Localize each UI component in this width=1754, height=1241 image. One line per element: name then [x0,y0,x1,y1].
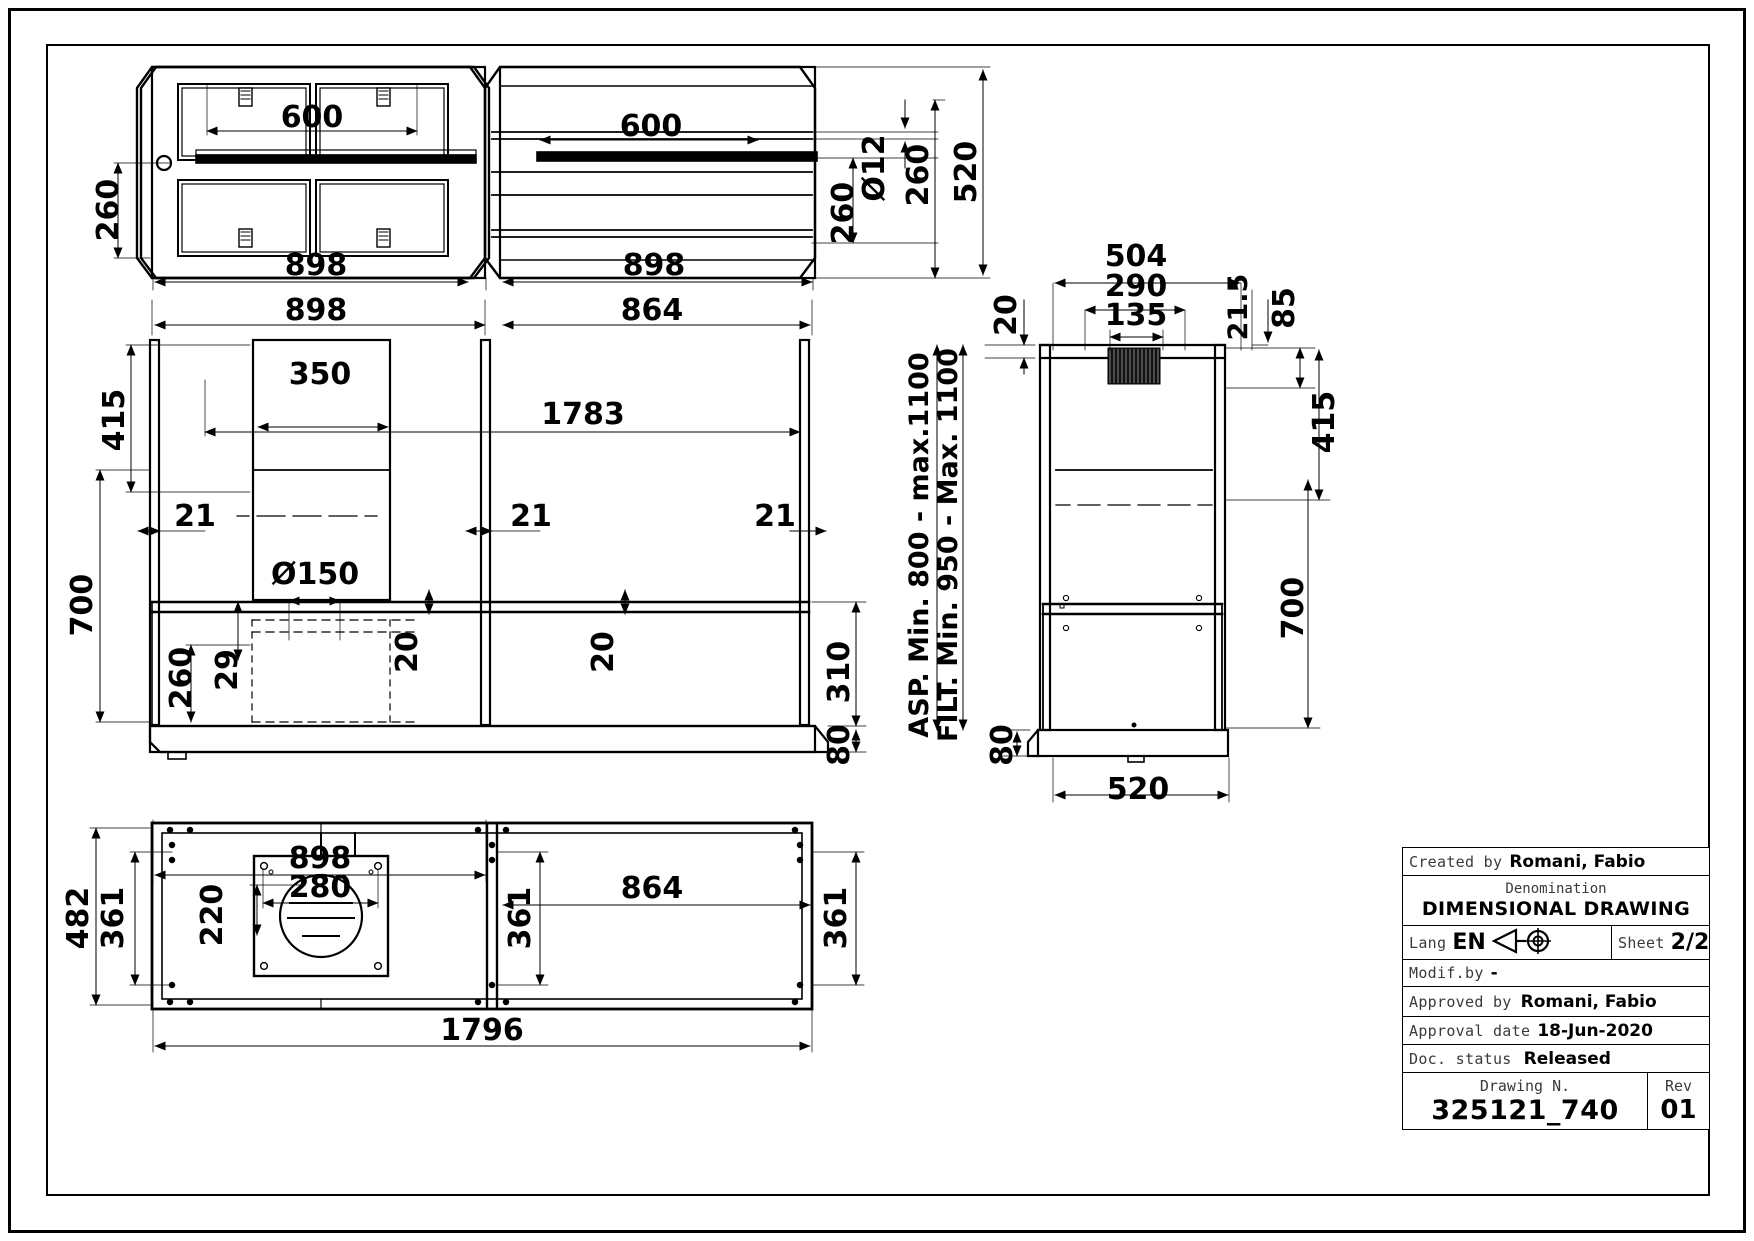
dim-fv-20-a: 20 [390,631,425,673]
title-block-row-denomination: Denomination DIMENSIONAL DRAWING [1403,876,1709,926]
denomination-value: DIMENSIONAL DRAWING [1421,898,1691,920]
dim-sv-135: 135 [1105,298,1168,333]
approved-by-label: Approved by [1409,992,1512,1011]
title-block-row-modif-by: Modif.by - [1403,960,1709,987]
title-block-row-created-by: Created by Romani, Fabio [1403,848,1709,876]
dim-bv-220: 220 [195,884,230,947]
dim-fv-21-c: 21 [754,499,796,534]
note-sv-filt: FILT. Min. 950 - Max. 1100 [933,348,964,742]
dim-fv-21-a: 21 [174,499,216,534]
dim-tv-260-b: 260 [901,144,936,207]
rev-label: Rev [1664,1077,1693,1095]
created-by-value: Romani, Fabio [1509,851,1646,872]
sheet-cell: Sheet 2/2 [1611,926,1709,959]
lang-label: Lang [1409,933,1447,952]
dim-fv-898-top: 898 [285,293,348,328]
dim-sv-21-5: 21.5 [1223,274,1254,341]
approval-date-value: 18-Jun-2020 [1537,1020,1653,1041]
dim-sv-85: 85 [1267,287,1302,329]
first-angle-projection-icon [1491,927,1554,958]
dim-bv-482: 482 [61,887,96,950]
drawing-number-value: 325121_740 [1431,1094,1619,1126]
dim-sv-504: 504 [1105,239,1168,274]
dim-sv-520: 520 [1107,772,1170,807]
doc-status-value: Released [1523,1048,1611,1069]
dim-sv-415: 415 [1307,391,1342,454]
dim-tv-600-right: 600 [620,109,683,144]
title-block-row-approved-by: Approved by Romani, Fabio [1403,987,1709,1017]
doc-status-label: Doc. status [1409,1049,1512,1068]
approved-by-value: Romani, Fabio [1520,991,1657,1012]
title-block-row-drawing-number: Drawing N. 325121_740 Rev 01 [1403,1073,1709,1129]
rev-value: 01 [1660,1095,1697,1125]
sheet-border-inner [46,44,1710,1196]
created-by-label: Created by [1409,852,1503,871]
dim-fv-1783: 1783 [541,397,625,432]
dim-bv-361-b: 361 [503,887,538,950]
approval-date-label: Approval date [1409,1021,1531,1040]
sheet-value: 2/2 [1670,930,1710,955]
dim-fv-21-b: 21 [510,499,552,534]
dim-fv-415: 415 [97,389,132,452]
dim-fv-20-b: 20 [586,631,621,673]
title-block-row-lang-sheet: Lang EN Sheet 2/2 [1403,926,1709,960]
dim-tv-260-left: 260 [91,179,126,242]
lang-cell: Lang EN [1403,927,1611,958]
dim-fv-29: 29 [210,649,245,691]
title-block-row-doc-status: Doc. status Released [1403,1045,1709,1073]
note-sv-asp: ASP. Min. 800 - max.1100 [904,352,935,737]
dim-sv-700: 700 [1276,577,1311,640]
sheet-border-outer [8,8,1746,1233]
dim-tv-d12: Ø12 [857,134,892,201]
dim-tv-520: 520 [949,141,984,204]
dim-bv-280: 280 [289,870,352,905]
dim-tv-898-left: 898 [285,248,348,283]
denomination-label: Denomination [1505,881,1607,897]
dim-fv-260: 260 [164,647,199,710]
dim-fv-864-top: 864 [621,293,684,328]
title-block-row-approval-date: Approval date 18-Jun-2020 [1403,1017,1709,1045]
dim-fv-700: 700 [65,574,100,637]
dim-fv-d150: Ø150 [271,557,359,592]
dim-bv-1796: 1796 [440,1013,524,1048]
dim-tv-260-a: 260 [826,182,861,245]
dim-fv-310: 310 [822,641,857,704]
dim-fv-350: 350 [289,357,352,392]
dim-sv-290: 290 [1105,269,1168,304]
modif-by-value: - [1490,963,1498,983]
dim-tv-600-left: 600 [281,100,344,135]
dim-fv-80: 80 [822,724,857,766]
dim-bv-361-c: 361 [819,887,854,950]
drawing-number-label: Drawing N. [1479,1076,1571,1095]
drawing-number-cell: Drawing N. 325121_740 [1403,1077,1647,1126]
dim-sv-80: 80 [985,724,1020,766]
dim-bv-898: 898 [289,841,352,876]
lang-value: EN [1452,930,1486,955]
dim-bv-361-a: 361 [96,887,131,950]
sheet-label: Sheet [1618,933,1665,952]
modif-by-label: Modif.by [1409,964,1484,982]
dim-bv-864: 864 [621,871,684,906]
revision-cell: Rev 01 [1647,1073,1709,1129]
dim-sv-20: 20 [989,294,1024,336]
dim-tv-898-right: 898 [623,248,686,283]
title-block: Created by Romani, Fabio Denomination DI… [1402,847,1710,1130]
